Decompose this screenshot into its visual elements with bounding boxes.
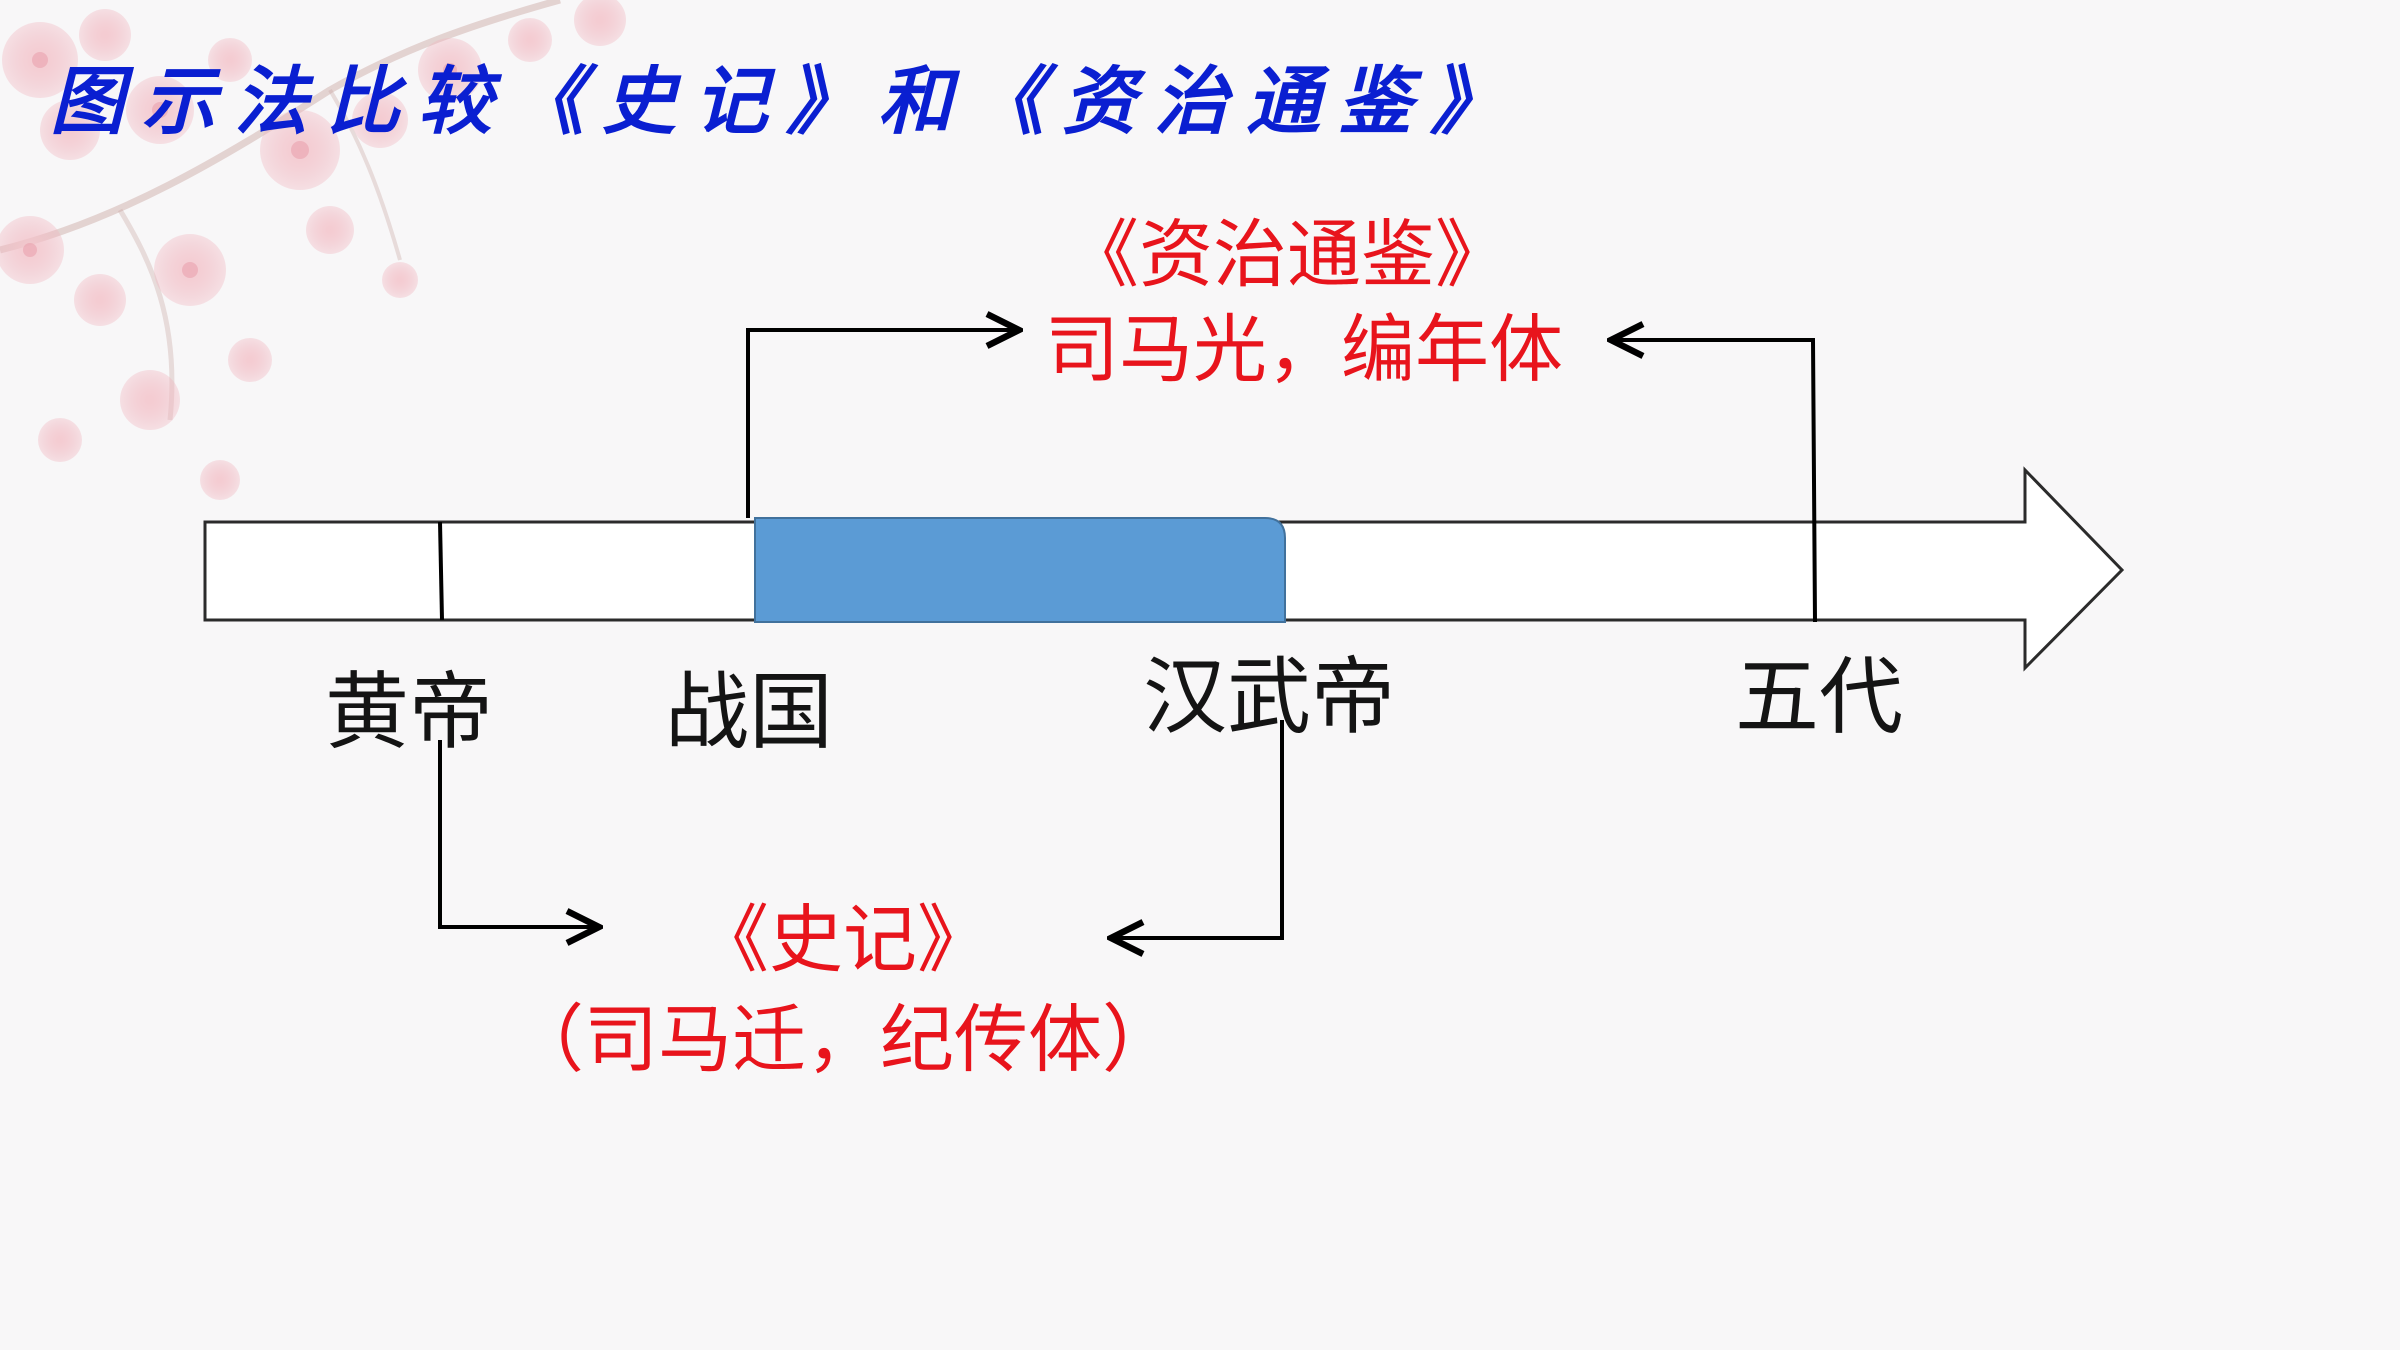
slide-title: 图示法比较《史记》和《资治通鉴》 bbox=[50, 59, 1522, 145]
zizhi-start-connector bbox=[746, 330, 1015, 518]
shiji-start-connector bbox=[438, 740, 595, 927]
zizhi-end-connector bbox=[1615, 340, 1817, 623]
zizhi-title: 《资治通鉴》 bbox=[1065, 212, 1509, 298]
shiji-title: 《史记》 bbox=[695, 897, 991, 983]
zizhi-detail: 司马光，编年体 bbox=[1045, 307, 1563, 393]
blossom-decoration bbox=[0, 0, 626, 500]
shiji-detail: （司马迁，纪传体） bbox=[510, 997, 1176, 1083]
era-label-zhanguo: 战国 bbox=[665, 663, 834, 761]
shiji-end-connector bbox=[1115, 720, 1284, 938]
overlap-span-bar bbox=[754, 517, 1286, 623]
era-label-wudai: 五代 bbox=[1735, 648, 1904, 746]
huangdi-tick bbox=[438, 521, 444, 621]
era-label-huangdi: 黄帝 bbox=[325, 663, 494, 761]
era-label-hanwudi: 汉武帝 bbox=[1143, 648, 1396, 746]
